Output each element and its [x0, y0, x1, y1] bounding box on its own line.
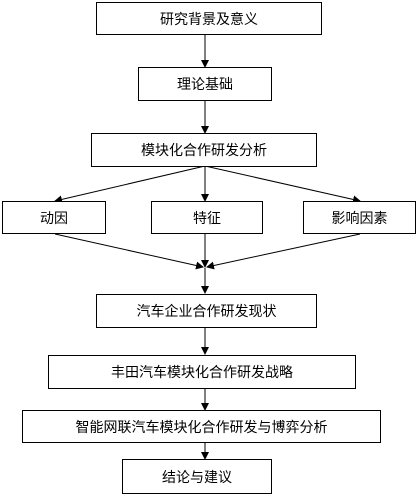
node-conclusion: 结论与建议	[122, 459, 272, 494]
node-modular-collab-analysis: 模块化合作研发分析	[91, 133, 317, 167]
node-label: 结论与建议	[162, 469, 232, 486]
node-label: 理论基础	[177, 77, 233, 93]
node-motivation: 动因	[2, 201, 106, 234]
node-icv-game-analysis: 智能网联汽车模块化合作研发与博弈分析	[22, 410, 381, 443]
node-label: 智能网联汽车模块化合作研发与博弈分析	[75, 419, 328, 436]
node-label: 特征	[193, 210, 221, 227]
node-influencing-factors: 影响因素	[303, 201, 416, 234]
node-label: 模块化合作研发分析	[141, 143, 267, 159]
node-theory-basis: 理论基础	[138, 67, 272, 101]
node-toyota-strategy: 丰田汽车模块化合作研发战略	[48, 355, 356, 389]
arrow-analysis-to-motivation	[54, 165, 206, 204]
node-label: 丰田汽车模块化合作研发战略	[111, 365, 293, 381]
node-industry-status: 汽车企业合作研发现状	[96, 294, 317, 328]
arrow-factors-to-merge	[206, 233, 361, 270]
arrow-motivation-to-merge	[54, 233, 204, 270]
node-label: 研究背景及意义	[160, 11, 258, 28]
node-label: 汽车企业合作研发现状	[136, 304, 277, 320]
arrow-analysis-to-factors	[204, 165, 361, 204]
node-label: 影响因素	[331, 210, 388, 227]
node-research-background: 研究背景及意义	[96, 2, 322, 35]
node-features: 特征	[151, 201, 263, 234]
node-label: 动因	[40, 210, 68, 227]
